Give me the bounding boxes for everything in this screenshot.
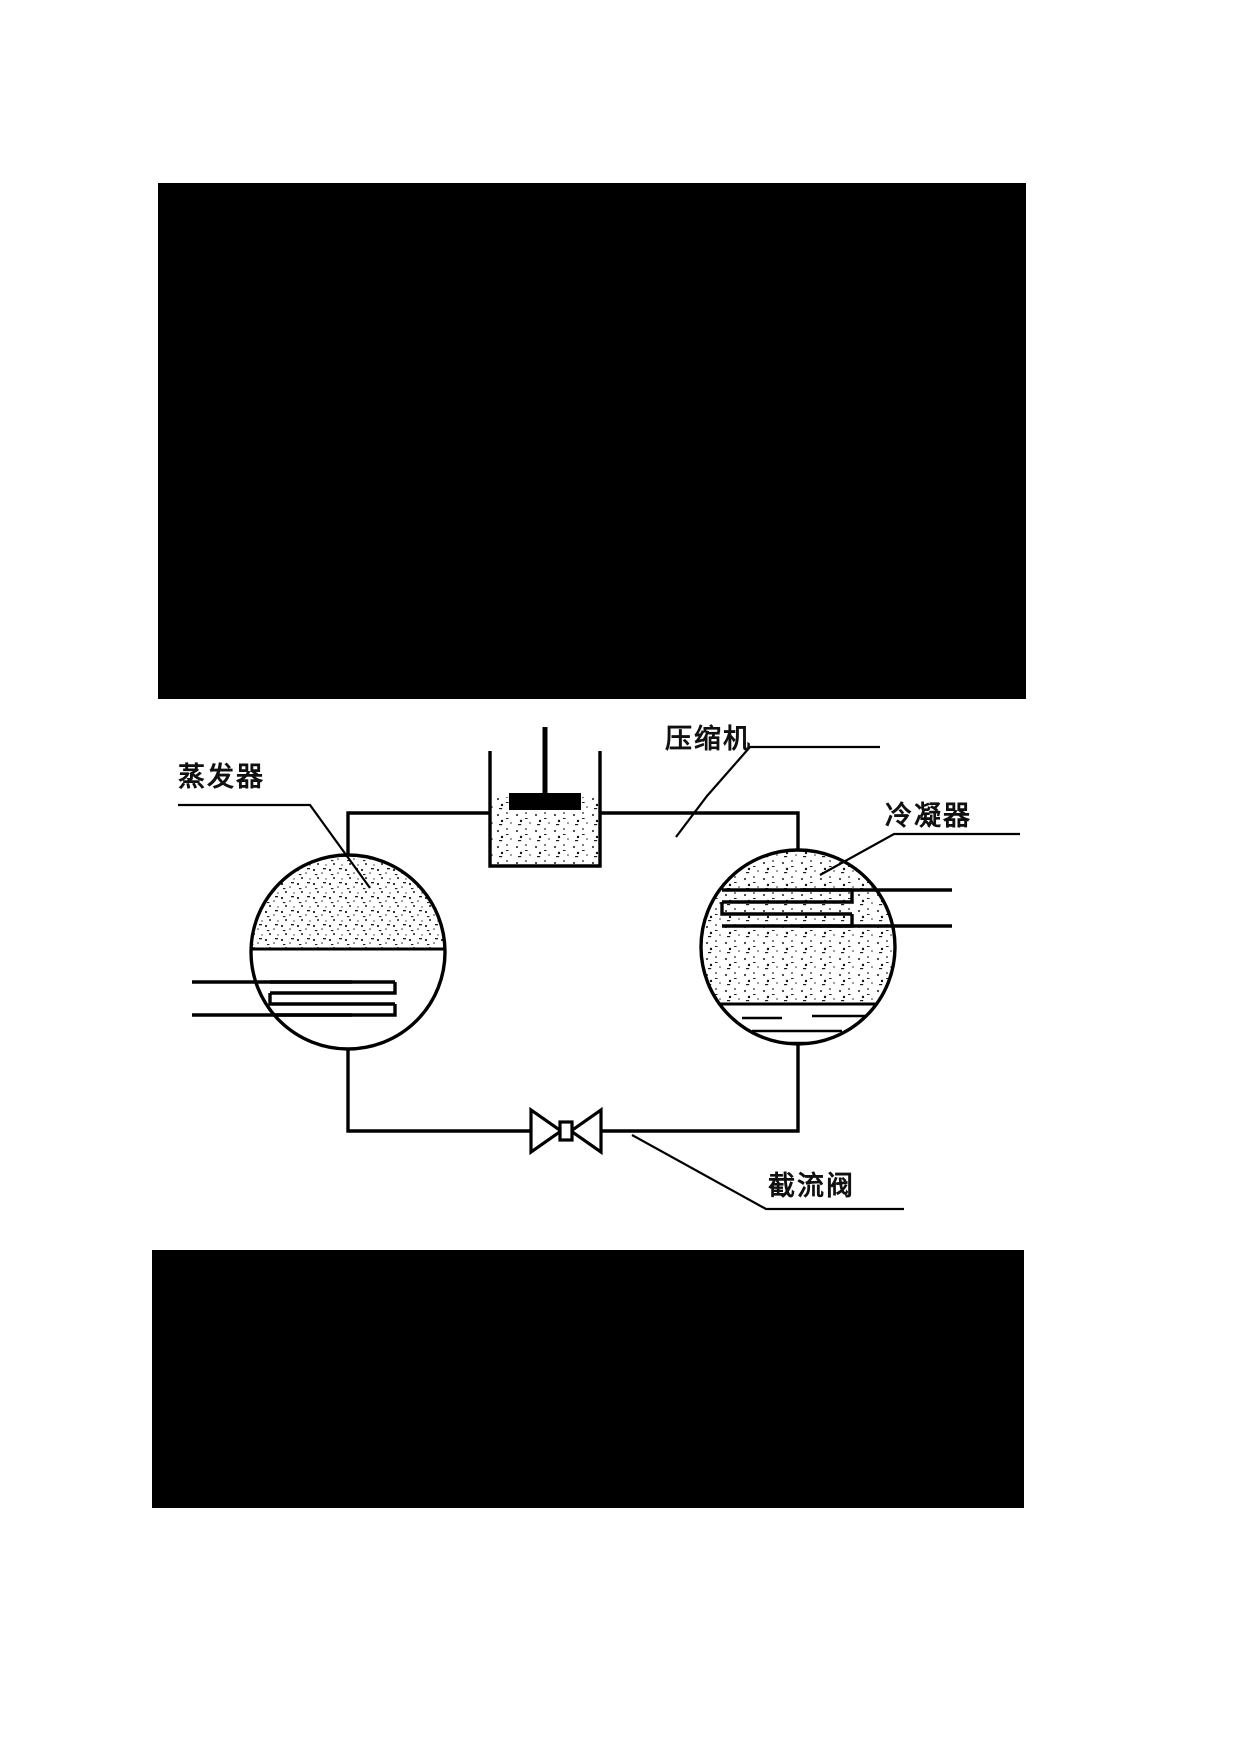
leader-compressor <box>675 745 880 838</box>
figure-panel: 蒸发器 压缩机 冷凝器 截流阀 <box>152 699 1026 1250</box>
condenser-unit[interactable] <box>697 844 952 1066</box>
pipe-valve-to-evaporator <box>346 1047 533 1133</box>
evaporator-unit[interactable] <box>192 849 452 1059</box>
label-compressor: 压缩机 <box>665 724 752 755</box>
condenser-shell <box>699 848 897 1046</box>
redacted-block-bottom <box>152 1250 1024 1508</box>
condenser-coil-tails <box>800 888 952 928</box>
throttle-valve-unit[interactable] <box>529 1106 603 1156</box>
refrigeration-cycle-diagram <box>178 727 1020 1211</box>
leader-lines <box>178 745 1020 1211</box>
leader-throttle-valve <box>631 1134 904 1211</box>
valve-left-body <box>529 1106 564 1156</box>
pipe-network <box>346 811 800 1133</box>
evaporator-shell <box>249 853 447 1051</box>
pipe-evaporator-to-compressor <box>346 811 492 857</box>
compressor-cylinder <box>488 751 602 868</box>
compressor-unit[interactable] <box>488 727 602 868</box>
condenser-vapour-region <box>701 850 895 1004</box>
label-condenser: 冷凝器 <box>885 801 972 832</box>
leader-evaporator <box>178 803 371 889</box>
evaporator-vapour-region <box>251 855 445 949</box>
compressor-piston-head <box>509 793 581 810</box>
valve-stem-block <box>558 1120 574 1142</box>
label-throttle-valve: 截流阀 <box>768 1171 855 1202</box>
label-evaporator: 蒸发器 <box>178 762 265 793</box>
redacted-block-top <box>158 183 1026 699</box>
pipe-condenser-to-valve <box>599 1042 800 1133</box>
valve-right-body <box>568 1106 603 1156</box>
leader-condenser <box>819 832 1020 876</box>
evaporator-coil-tails <box>192 980 352 1017</box>
pipe-compressor-to-condenser <box>598 811 800 852</box>
